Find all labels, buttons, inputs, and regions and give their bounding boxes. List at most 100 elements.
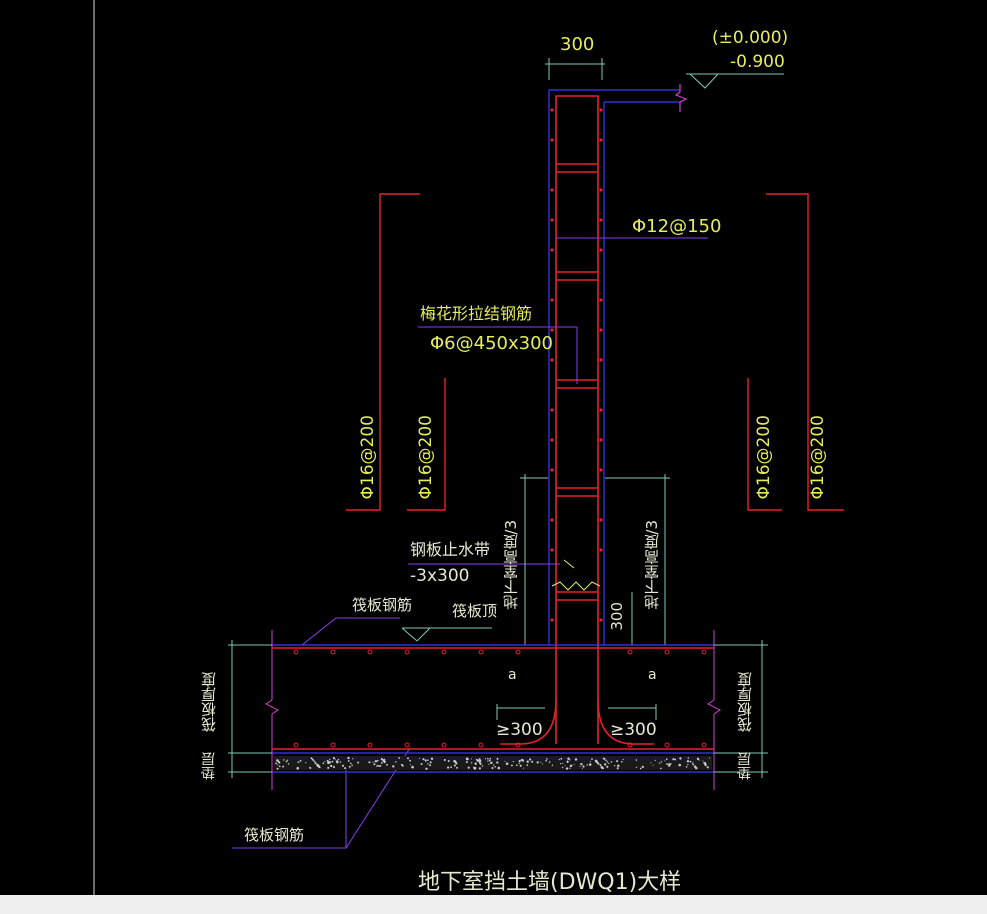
gravel-dot — [443, 758, 446, 762]
gravel-dot — [339, 761, 342, 763]
gravel-dot — [670, 763, 672, 765]
tie-bar-spec-label: Φ6@450x300 — [430, 333, 553, 354]
gravel-dot — [702, 760, 704, 762]
gravel-dot — [574, 758, 578, 761]
gravel-dot — [275, 762, 277, 765]
wall-outline — [548, 84, 688, 645]
gravel-dot — [529, 758, 532, 761]
gravel-dot — [581, 768, 583, 770]
gravel-dot — [605, 759, 607, 762]
gravel-dot — [379, 764, 382, 767]
gravel-dot — [332, 757, 336, 760]
gravel-dot — [276, 759, 279, 762]
gravel-dot — [561, 766, 564, 769]
gravel-dot — [496, 761, 499, 764]
raft-thickness-left-label: 筏板厚度 — [200, 672, 218, 732]
gravel-dot — [285, 760, 288, 763]
horizontal-bar-label: Φ12@150 — [632, 216, 722, 237]
basement-height-left-label: 地下室高度/3 — [502, 520, 520, 610]
gravel-dot — [278, 765, 281, 768]
gravel-dot — [344, 767, 347, 770]
gravel-dot — [487, 760, 489, 762]
gravel-dot — [520, 758, 524, 762]
gravel-dot — [698, 759, 700, 761]
gravel-dot — [351, 764, 353, 767]
gravel-dot — [599, 764, 602, 766]
raft-thickness-dims — [228, 640, 768, 778]
gravel-dot — [510, 764, 513, 767]
gravel-dot — [496, 757, 499, 760]
gravel-dot — [505, 762, 509, 766]
gravel-dot — [411, 765, 414, 769]
gravel-dot — [613, 764, 616, 767]
gravel-dot — [588, 763, 592, 766]
raft-slab — [265, 630, 721, 790]
gravel-dot — [332, 765, 336, 769]
gravel-dot — [569, 759, 571, 761]
gravel-dot — [565, 767, 569, 770]
gravel-dot — [706, 766, 709, 769]
gravel-dot — [487, 757, 489, 760]
gravel-dot — [328, 761, 331, 764]
basement-height-right-label: 地下室高度/3 — [643, 520, 661, 610]
waterstop-name-label: 钢板止水带 — [410, 540, 491, 559]
gravel-dot — [695, 767, 697, 769]
waterstop-spec-label: -3x300 — [410, 566, 470, 586]
gravel-dot — [491, 766, 494, 770]
gravel-dot — [398, 757, 401, 759]
gravel-dot — [610, 761, 613, 763]
gravel-dot — [641, 765, 644, 769]
gravel-dot — [400, 763, 403, 766]
gravel-dot — [447, 766, 450, 769]
gravel-dot — [378, 765, 380, 767]
gravel-dot — [560, 757, 563, 760]
gravel-dot — [654, 759, 656, 762]
gravel-dot — [330, 764, 333, 768]
gravel-dot — [422, 758, 425, 761]
raft-bar-bottom-label: 筏板钢筋 — [244, 826, 305, 844]
gravel-dot — [296, 767, 299, 770]
gravel-dot — [558, 758, 560, 761]
gravel-dot — [668, 764, 671, 767]
gravel-dot — [635, 759, 638, 761]
gravel-dot — [373, 763, 376, 766]
gravel-dot — [297, 761, 300, 763]
gravel-dot — [672, 758, 675, 761]
gravel-dot — [377, 759, 379, 762]
gravel-dot — [424, 759, 427, 762]
gravel-dot — [278, 761, 281, 764]
gravel-dot — [621, 760, 623, 763]
gravel-dot — [551, 764, 554, 766]
anchor-a-left-label: a — [508, 667, 517, 683]
gravel-dot — [319, 766, 321, 769]
gravel-dot — [377, 764, 379, 767]
gravel-dot — [489, 757, 492, 760]
gravel-dot — [548, 761, 551, 763]
gravel-dot — [465, 757, 469, 761]
gravel-dot — [347, 760, 350, 762]
gravel-dot — [522, 760, 524, 762]
gravel-dot — [407, 757, 409, 760]
gravel-dot — [374, 760, 377, 763]
gravel-dot — [604, 763, 607, 766]
gravel-dot — [478, 759, 482, 763]
gravel-dot — [703, 762, 707, 765]
raft-thickness-right-label: 筏板厚度 — [736, 672, 754, 732]
gravel-dot — [383, 760, 386, 763]
raft-bar-top-label: 筏板钢筋 — [352, 596, 413, 614]
gravel-dot — [282, 766, 284, 768]
gravel-dot — [479, 762, 482, 765]
gravel-dot — [504, 760, 506, 763]
gravel-dot — [425, 767, 428, 770]
gravel-dot — [324, 761, 326, 763]
vertical-bar-label-3: Φ16@200 — [754, 415, 774, 500]
gravel-dot — [283, 759, 285, 761]
wall-rebar-dots — [550, 108, 603, 622]
gravel-dot — [327, 760, 329, 763]
gravel-dot — [573, 763, 575, 766]
gravel-dot — [665, 758, 668, 761]
raft-rebar-dots — [293, 649, 707, 748]
gravel-dot — [540, 761, 542, 763]
gravel-dot — [429, 764, 431, 767]
